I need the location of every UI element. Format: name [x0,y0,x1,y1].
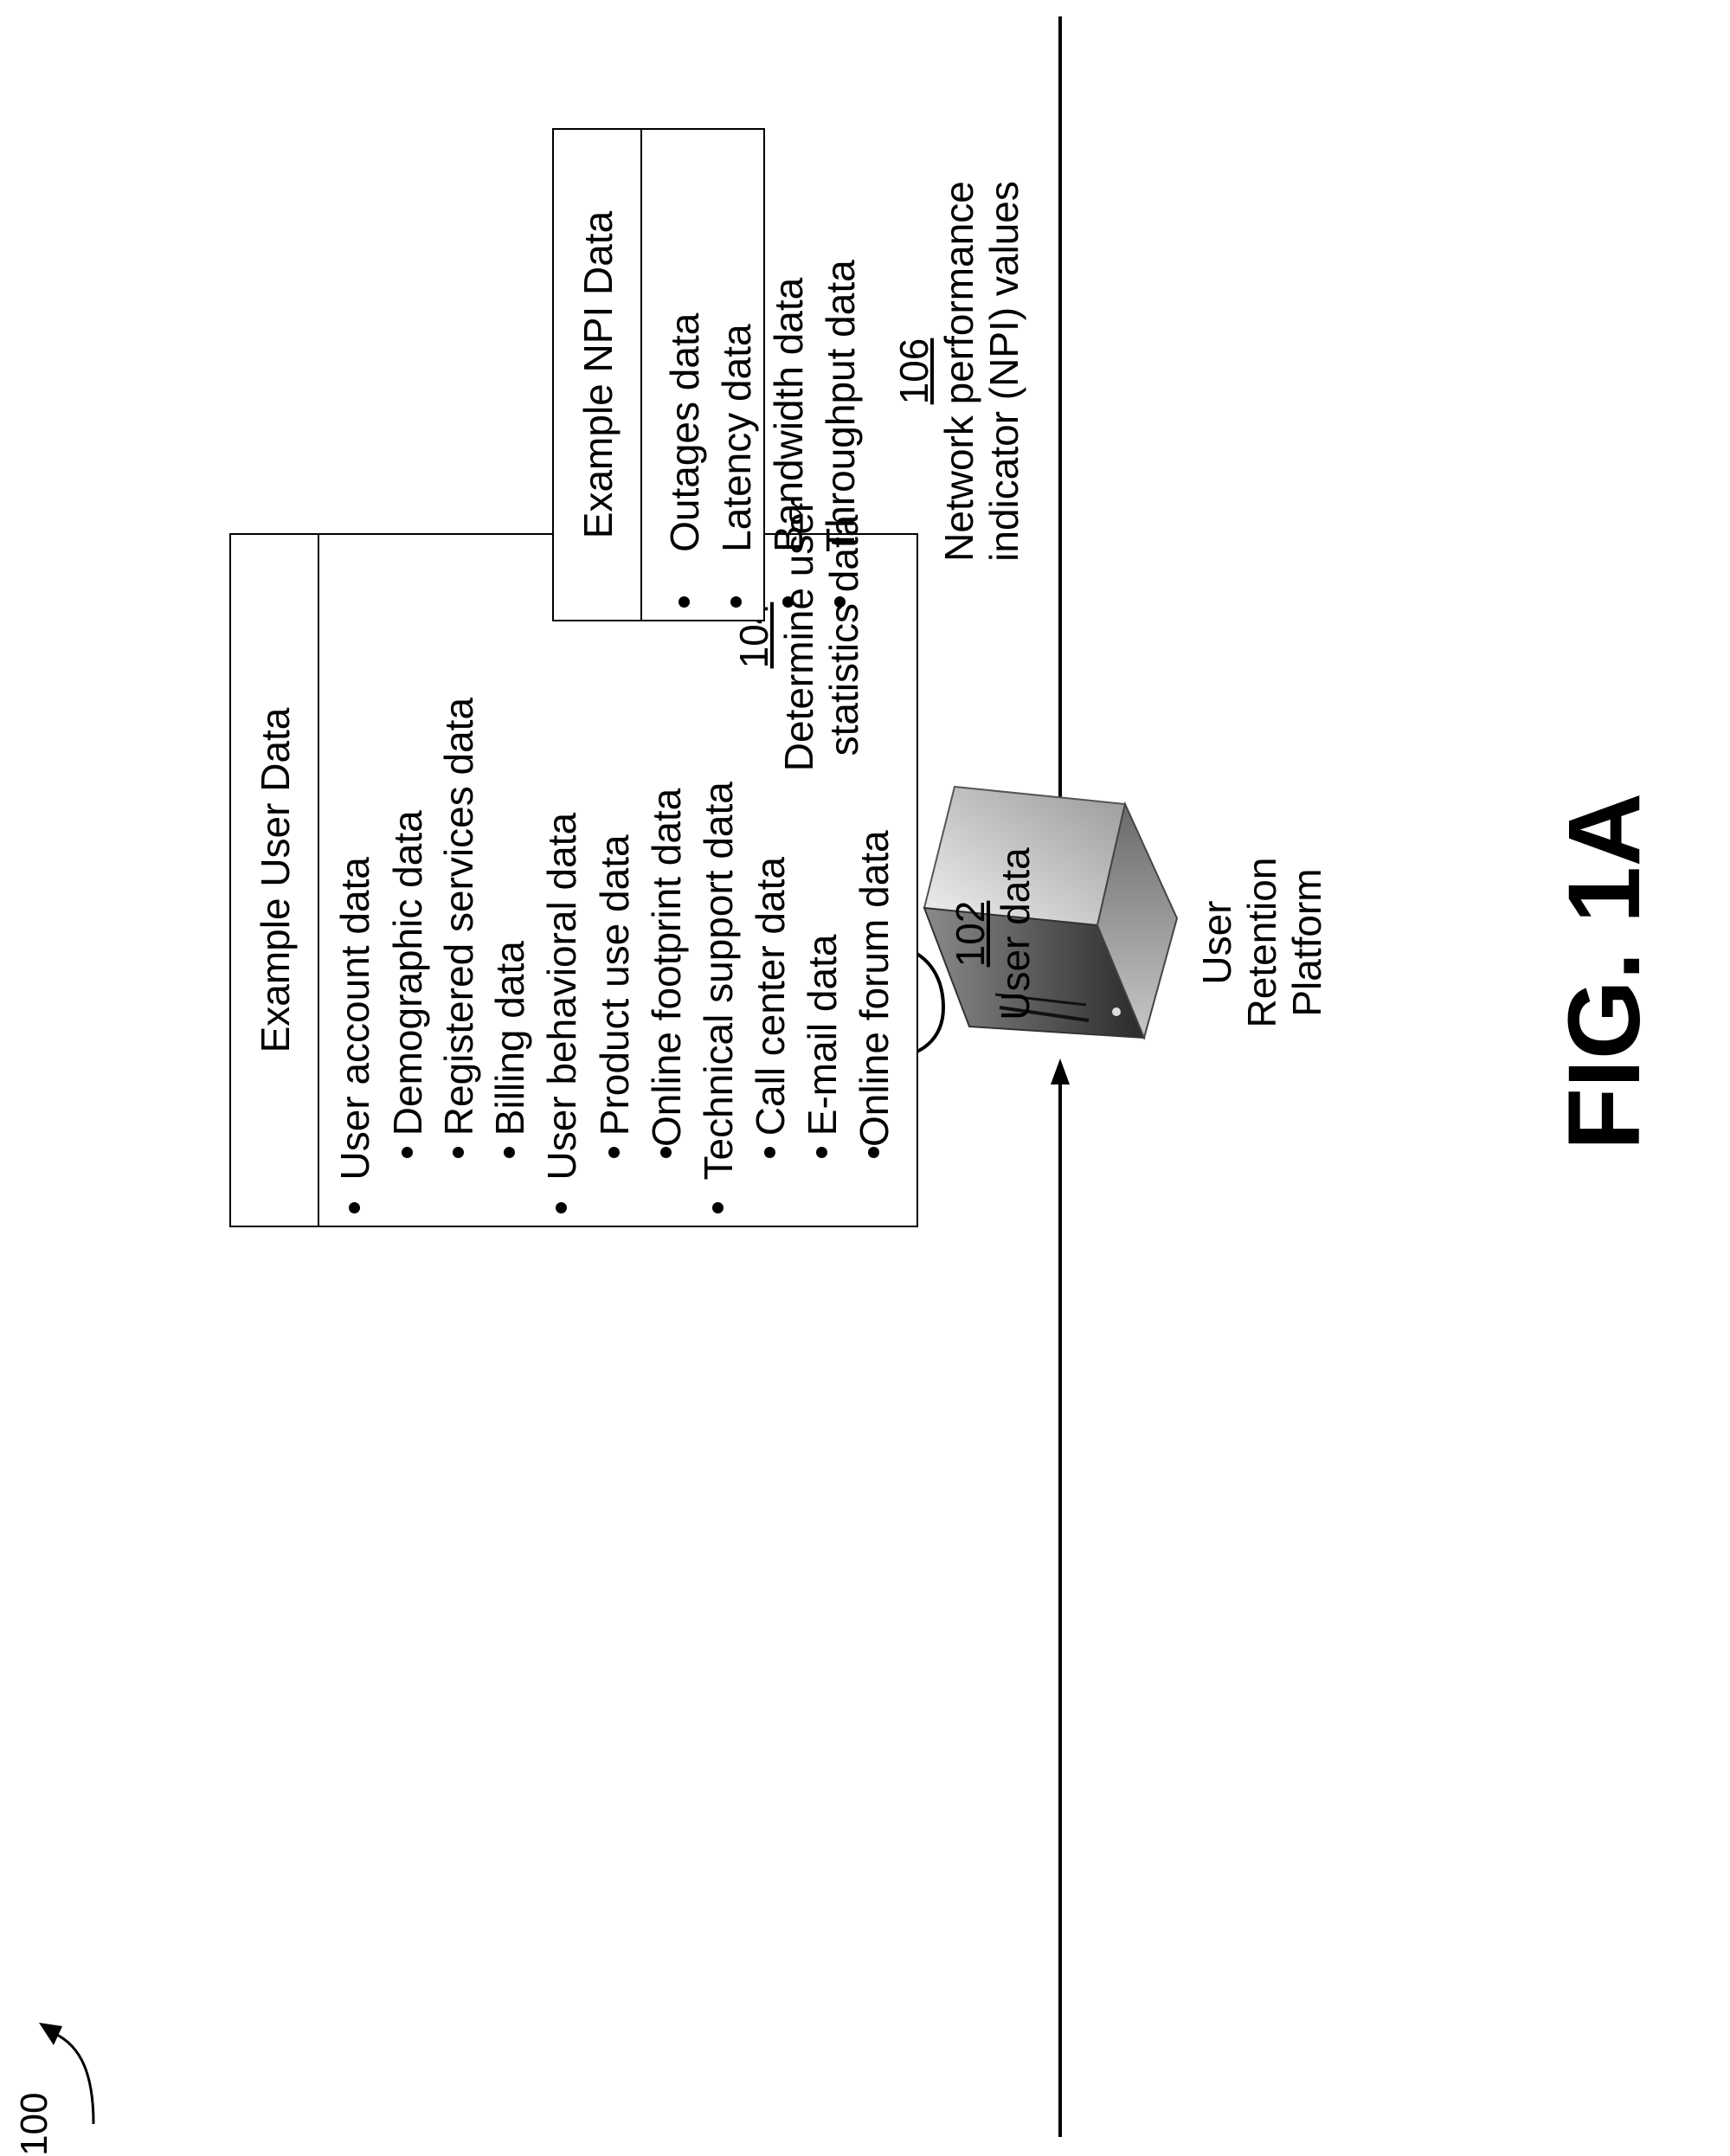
list-item: E-mail data [802,935,842,1158]
bullet-icon [608,1147,620,1158]
npi-caption-line2: indicator (NPI) values [981,138,1026,605]
bullet-icon [504,1147,515,1158]
npi-data-box: Example NPI Data Outages data Latency da… [552,128,765,621]
npi-caption: 106 Network performance indicator (NPI) … [891,138,1026,605]
bullet-icon [730,596,742,608]
list-item: Technical support data [698,782,738,1213]
list-item: Call center data [750,857,790,1158]
platform-label-line1: User [1194,795,1239,1090]
bullet-icon [834,596,846,608]
user-data-label: User data [993,847,1038,1020]
list-item: User account data [335,857,375,1213]
list-item: User behavioral data [542,813,582,1213]
bullet-icon [816,1147,827,1158]
bullet-icon [453,1147,464,1158]
npi-caption-line1: Network performance [936,138,981,605]
list-item: Bandwidth data [769,278,808,608]
platform-label-line2: Retention [1239,795,1284,1090]
bullet-icon [556,1202,567,1213]
bullet-icon [782,596,794,608]
list-item: Product use data [595,834,634,1158]
list-item: Outages data [665,313,704,608]
user-data-ref: 102 [948,813,993,1055]
diagram-ref-number: 100 [16,2093,54,2156]
platform-label: User Retention Platform [1194,795,1329,1090]
platform-label-line3: Platform [1284,795,1329,1090]
list-item: Registered services data [439,698,479,1158]
bullet-icon [678,596,690,608]
npi-data-box-title: Example NPI Data [554,130,618,620]
user-data-arrowhead [1051,1059,1070,1084]
list-item: Online forum data [854,830,894,1158]
npi-data-box-divider [640,130,642,620]
list-item: Throughput data [820,260,860,608]
bullet-icon [764,1147,775,1158]
list-item: Demographic data [388,810,428,1158]
bullet-icon [349,1202,360,1213]
user-data-box-title: Example User Data [231,535,295,1226]
bullet-icon [660,1147,672,1158]
bullet-icon [868,1147,879,1158]
user-data-caption: 102 User data [948,813,1038,1055]
list-item: Latency data [717,324,756,608]
bullet-icon [712,1202,724,1213]
list-item: Billing data [490,941,530,1158]
npi-ref: 106 [891,138,936,605]
user-data-box-divider [318,535,319,1226]
list-item: Online footprint data [646,788,686,1158]
figure-label: FIG. 1A [1553,793,1656,1150]
bullet-icon [402,1147,413,1158]
